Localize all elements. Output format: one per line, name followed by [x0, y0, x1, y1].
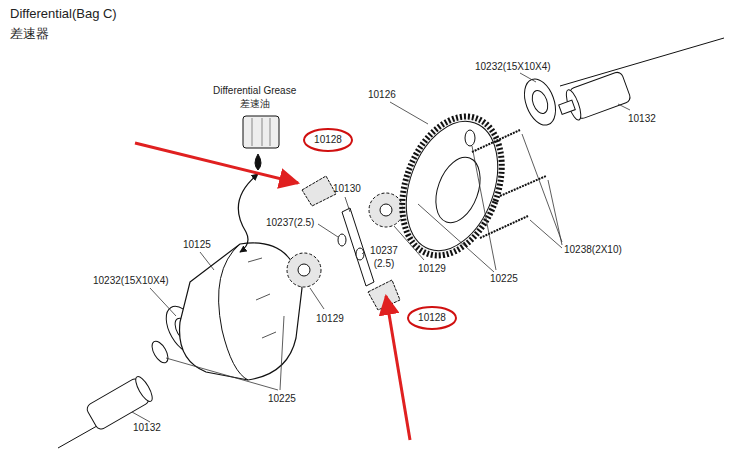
- side-gear: [287, 253, 321, 287]
- red-pointer-arrow: [135, 143, 298, 183]
- callout-number: 10125: [183, 238, 211, 251]
- cup-end: [133, 374, 156, 403]
- ring-gear-hub: [428, 151, 489, 229]
- diff-housing: [180, 243, 302, 380]
- callout-number: 10128: [314, 134, 342, 146]
- leader-line: [150, 288, 176, 316]
- grease-jar: [238, 116, 279, 252]
- callout-number: 10225: [490, 272, 518, 285]
- leader-line: [390, 102, 428, 124]
- callout-number: 10225: [268, 392, 296, 405]
- callout-number: 10129: [316, 312, 344, 325]
- callout-number: 10237 (2.5): [366, 244, 402, 270]
- bearing-bore: [529, 88, 550, 115]
- callout-number: 10238(2X10): [564, 243, 622, 256]
- cross-pin: [342, 208, 374, 286]
- screws: [472, 130, 546, 238]
- callout-number: 10128: [418, 312, 446, 324]
- side-gear: [369, 193, 403, 227]
- screw: [472, 130, 520, 152]
- jar-stripe: [262, 118, 263, 146]
- leader-line: [318, 224, 338, 237]
- drawing: [58, 38, 724, 448]
- leader-line: [394, 226, 424, 260]
- pin-washer: [356, 248, 364, 260]
- leader-line: [132, 412, 150, 422]
- housing-edge: [219, 244, 248, 380]
- shim: [465, 130, 475, 146]
- leader-lines: [132, 73, 630, 422]
- leader-line: [618, 104, 630, 110]
- axle: [560, 38, 724, 86]
- callout-number: 10232(15X10X4): [475, 60, 551, 73]
- callout-ellipse-outline: [304, 129, 352, 151]
- callout-number: 10130: [333, 182, 361, 195]
- callout-number: 10132: [133, 421, 161, 434]
- note-text: 差速器: [10, 26, 49, 42]
- leader-line: [362, 252, 364, 254]
- callout-ellipse-outline: [408, 307, 456, 329]
- diagram-title: Differential(Bag C): [10, 6, 117, 22]
- jar-body: [243, 116, 279, 148]
- leader-line: [418, 204, 494, 272]
- leader-line: [200, 252, 214, 270]
- leader-line: [345, 197, 350, 212]
- callout-number: 10129: [418, 262, 446, 275]
- leader-line: [472, 146, 496, 270]
- leader-line: [530, 220, 562, 248]
- screw: [480, 216, 528, 238]
- outdrive-cup: [555, 71, 632, 125]
- callout-number: 10132: [628, 112, 656, 125]
- gear-bore: [298, 264, 310, 276]
- housing-detail: [248, 258, 276, 338]
- leader-line: [522, 134, 562, 242]
- jar-stripe: [270, 118, 271, 146]
- callout-number: 10237(2.5): [266, 216, 314, 229]
- grease-drop: [255, 154, 261, 170]
- screw: [500, 176, 546, 196]
- leader-line: [520, 73, 536, 82]
- leader-line: [310, 288, 324, 309]
- note-text: Differential Grease: [213, 84, 296, 97]
- pin-washer: [338, 234, 346, 246]
- cup-pin: [559, 100, 576, 114]
- circled-callout: 10128: [303, 128, 353, 152]
- jar-stripe: [252, 118, 253, 146]
- bevel-gear: [302, 176, 336, 206]
- ring-gear: [390, 109, 515, 264]
- red-pointer-arrow: [386, 296, 410, 440]
- callout-number: 10126: [368, 88, 396, 101]
- gear-bore: [380, 204, 392, 216]
- ring-gear-teeth: [384, 103, 520, 270]
- grease-arrow: [238, 174, 258, 252]
- circled-callout: 10128: [407, 306, 457, 330]
- bevel-gear: [368, 280, 400, 310]
- leader-line: [548, 180, 562, 245]
- note-text: 差速油: [240, 97, 270, 110]
- leader-line: [166, 358, 278, 390]
- bearing: [519, 75, 562, 130]
- shim: [149, 339, 171, 366]
- callout-number: 10232(15X10X4): [93, 274, 169, 287]
- leader-line: [280, 316, 284, 390]
